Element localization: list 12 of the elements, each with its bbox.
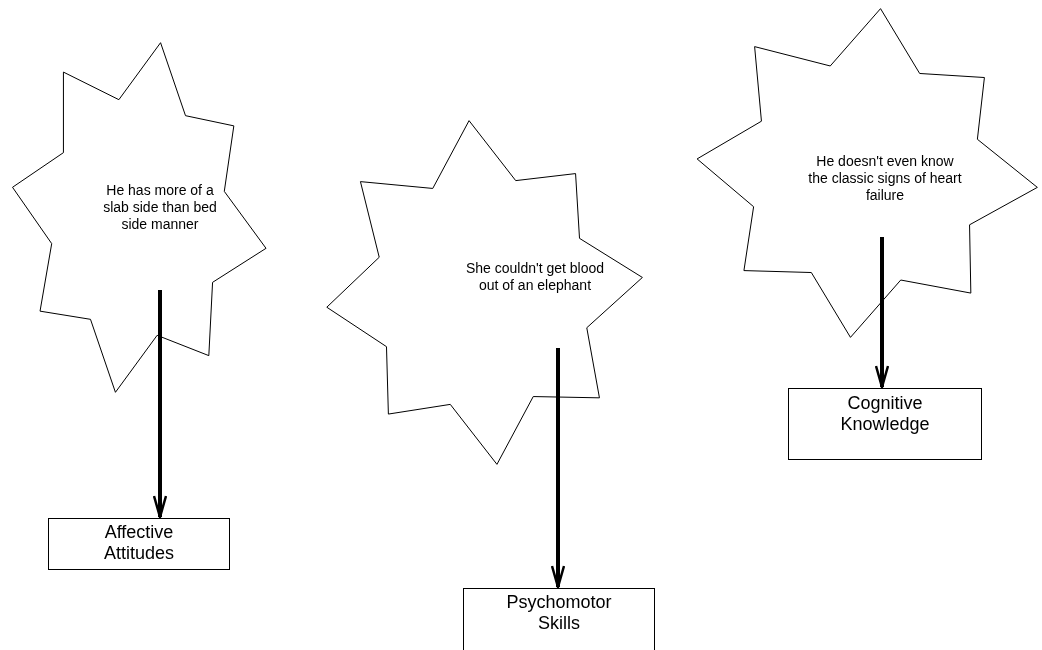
quote-text: She couldn't get blood out of an elephant: [465, 260, 605, 294]
category-label: Psychomotor Skills: [505, 592, 613, 634]
category-box: [48, 518, 230, 570]
quote-text: He doesn't even know the classic signs of heart failure: [807, 153, 963, 204]
category-box: [463, 588, 655, 650]
arrow: [874, 237, 890, 389]
quote-text: He has more of a slab side than bed side manner: [102, 182, 218, 233]
starburst-shape: [323, 120, 643, 465]
arrow: [550, 348, 566, 589]
category-label: Cognitive Knowledge: [839, 393, 931, 435]
category-label: Affective Attitudes: [102, 522, 175, 564]
category-box: [788, 388, 982, 460]
